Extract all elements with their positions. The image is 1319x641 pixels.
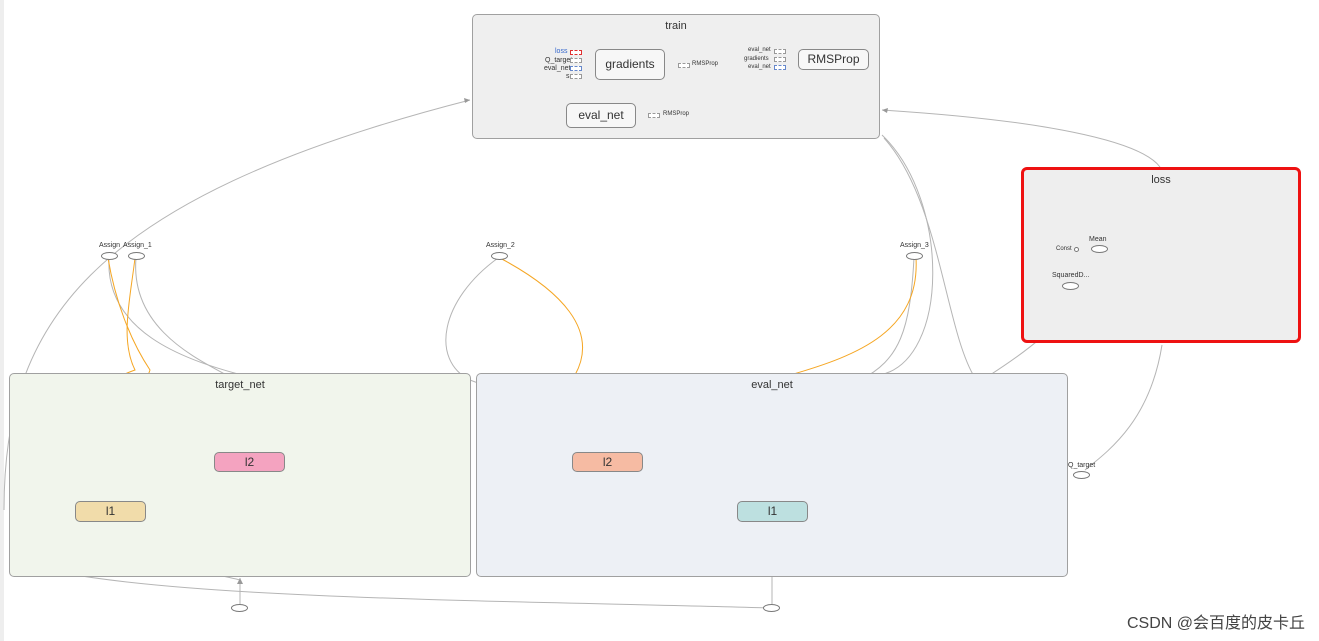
assign2-node[interactable] [491, 252, 508, 260]
grad-input-s: s [566, 73, 570, 80]
target-net-title: target_net [215, 379, 265, 391]
edge-eval-to-train-1 [879, 134, 934, 376]
gradients-out-tag [678, 63, 690, 68]
train-evalnet-output: RMSProp [663, 111, 690, 117]
train-group[interactable]: train [472, 14, 880, 139]
eval-input-node[interactable] [763, 604, 780, 612]
eval-l1-node[interactable]: l1 [737, 501, 808, 522]
watermark: CSDN @会百度的皮卡丘 [1126, 615, 1305, 632]
train-title: train [665, 20, 687, 32]
left-edge-strip [0, 0, 4, 641]
grad-input-evalnet: eval_net [544, 65, 571, 72]
assign-node[interactable] [101, 252, 118, 260]
edge-assign-gray-1 [108, 257, 251, 378]
grad-input-qtarget: Q_target [545, 57, 573, 64]
gradients-output: RMSProp [692, 61, 719, 67]
assign1-label: Assign_1 [123, 242, 152, 249]
train-evalnet-node[interactable]: eval_net [566, 103, 636, 128]
rmsprop-input-evalnet-2: eval_net [748, 64, 771, 70]
target-l1-node[interactable]: l1 [75, 501, 146, 522]
rmsprop-input-evalnet-1: eval_net [748, 47, 771, 53]
edge-loss-qtarget [1084, 344, 1163, 471]
assign1-node[interactable] [128, 252, 145, 260]
loss-mean-label: Mean [1089, 236, 1107, 243]
q-target-label: Q_target [1068, 462, 1096, 469]
rmsprop-node[interactable]: RMSProp [798, 49, 869, 70]
edge-assign3-gray [859, 257, 915, 381]
grad-input-tag-s [570, 74, 582, 79]
edge-eval-to-train-2 [883, 137, 976, 379]
assign2-label: Assign_2 [486, 242, 515, 249]
loss-squared-label: SquaredD... [1052, 272, 1090, 279]
target-input-node[interactable] [231, 604, 248, 612]
assign3-label: Assign_3 [900, 242, 929, 249]
eval-l2-node[interactable]: l2 [572, 452, 643, 472]
loss-const-node[interactable] [1074, 247, 1079, 252]
edge-loss-to-train [881, 109, 1161, 168]
train-evalnet-out-tag [648, 113, 660, 118]
edge-assign-gray-2 [135, 257, 231, 378]
edge-orange-assign3 [789, 257, 917, 376]
eval-net-group[interactable]: eval_net [476, 373, 1068, 577]
grad-input-tag-evalnet [570, 66, 582, 71]
rmsprop-in-tag-1 [774, 49, 786, 54]
assign-label: Assign [99, 242, 121, 249]
grad-input-tag-qtarget [570, 58, 582, 63]
q-target-node[interactable] [1073, 471, 1090, 479]
grad-input-loss: loss [555, 48, 568, 55]
eval-net-title: eval_net [751, 379, 793, 391]
rmsprop-in-tag-3 [774, 65, 786, 70]
grad-input-tag-loss [570, 50, 582, 55]
edge-orange-assign2 [499, 257, 584, 376]
assign3-node[interactable] [906, 252, 923, 260]
rmsprop-input-gradients: gradients [744, 56, 769, 62]
loss-squared-node[interactable] [1062, 282, 1079, 290]
loss-mean-node[interactable] [1091, 245, 1108, 253]
rmsprop-in-tag-2 [774, 57, 786, 62]
target-net-group[interactable]: target_net [9, 373, 471, 577]
loss-title: loss [1151, 174, 1171, 186]
gradients-node[interactable]: gradients [595, 49, 665, 80]
loss-const-label: Const [1056, 246, 1072, 252]
loss-group[interactable]: loss [1021, 167, 1301, 343]
target-l2-node[interactable]: l2 [214, 452, 285, 472]
